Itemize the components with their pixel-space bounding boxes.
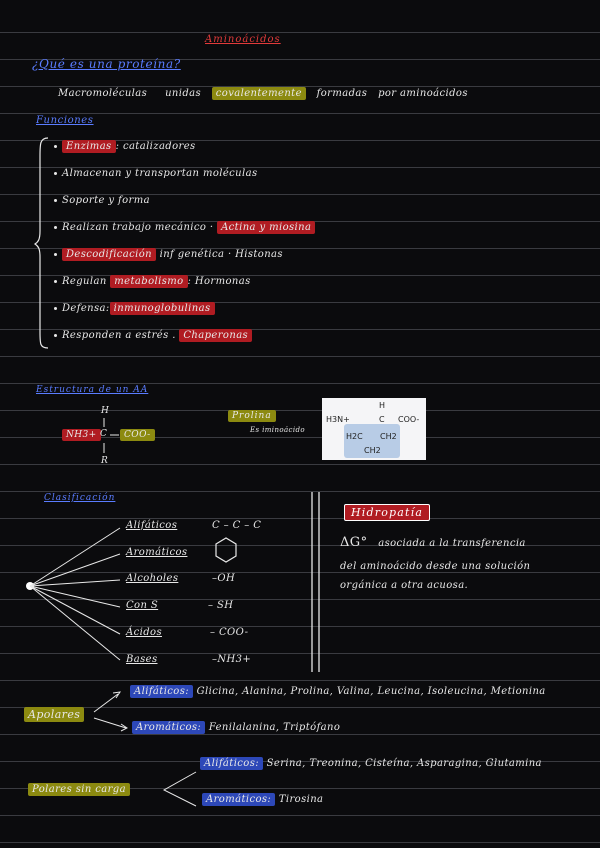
- function-text: Responden a estrés: [62, 330, 169, 341]
- carboxyl-group: COO-: [120, 429, 155, 441]
- hydropathy-text: asociada a la transferencia: [378, 538, 526, 549]
- definition-word: Macromoléculas: [58, 88, 148, 99]
- molecule-h: H: [379, 401, 386, 410]
- molecule-coo: COO-: [398, 415, 420, 424]
- function-text: : Hormonas: [187, 276, 251, 287]
- hydropathy-text: del aminoácido desde una solución: [340, 561, 531, 572]
- apolar-aromatic-highlight: Aromáticos:: [132, 721, 206, 734]
- definition-word: unidas: [165, 88, 202, 99]
- apolar-aromatic-row: Aromáticos: Fenilalanina, Triptófano: [132, 721, 341, 734]
- class-formula: – COO-: [210, 627, 249, 638]
- molecule-h2c: H2C: [346, 432, 363, 441]
- molecule-ch2: CH2: [380, 432, 397, 441]
- bullet-icon: [54, 307, 57, 310]
- question-heading: ¿Qué es una proteína?: [32, 57, 181, 71]
- class-label: Alifáticos: [126, 520, 178, 531]
- class-label: Alcoholes: [126, 573, 179, 584]
- function-text: Regulan: [62, 276, 107, 287]
- molecule-ch2b: CH2: [364, 446, 381, 455]
- hydropathy-heading: Hidropatía: [344, 504, 431, 521]
- apolar-aliphatic-row: Alifáticos: Glicina, Alanina, Prolina, V…: [130, 685, 546, 698]
- function-text: : catalizadores: [115, 141, 196, 152]
- polar-aliphatic-list: Serina, Treonina, Cisteína, Asparagina, …: [266, 758, 542, 769]
- polar-label: Polares sin carga: [28, 783, 130, 796]
- apolar-label: Apolares: [24, 707, 85, 722]
- molecule-c: C: [379, 415, 385, 424]
- proline-label: Prolina: [228, 410, 276, 422]
- function-text: Almacenan y transportan moléculas: [62, 168, 258, 179]
- function-text: Soporte y forma: [62, 195, 150, 206]
- proline-molecule: H H3N+ C COO- H2C CH2 CH2: [322, 398, 426, 460]
- function-highlight: Chaperonas: [179, 329, 253, 342]
- page-title: Aminoácidos: [205, 34, 281, 45]
- hydropathy-line: ΔG° asociada a la transferencia: [340, 535, 526, 550]
- proline-ring-highlight: [344, 424, 400, 458]
- function-item: Realizan trabajo mecánico · Actina y mio…: [54, 221, 316, 234]
- function-item: Descodificación inf genética · Histonas: [54, 248, 283, 261]
- functions-heading: Funciones: [36, 115, 94, 126]
- alpha-carbon: C: [100, 429, 108, 439]
- benzene-ring-icon: [215, 537, 237, 563]
- class-label: Bases: [126, 654, 158, 665]
- function-item: Almacenan y transportan moléculas: [54, 168, 258, 179]
- hydropathy-text: orgánica a otra acuosa.: [340, 580, 469, 591]
- definition-word: por aminoácidos: [378, 88, 468, 99]
- function-item: Regulan metabolismo: Hormonas: [54, 275, 251, 288]
- class-formula: C – C – C: [212, 520, 262, 531]
- class-formula: –NH3+: [212, 654, 252, 665]
- bullet-icon: [54, 226, 57, 229]
- apolar-aromatic-list: Fenilalanina, Triptófano: [208, 722, 341, 733]
- structure-h: H: [101, 406, 110, 416]
- definition-line: Macromoléculas unidas covalentemente for…: [58, 87, 468, 100]
- function-highlight: inmunoglobulinas: [109, 302, 215, 315]
- classification-heading: Clasificación: [44, 493, 116, 503]
- function-item: Soporte y forma: [54, 195, 150, 206]
- bullet-icon: [54, 145, 57, 148]
- class-formula: – SH: [208, 600, 234, 611]
- polar-aromatic-list: Tirosina: [278, 794, 324, 805]
- polar-aliphatic-row: Alifáticos: Serina, Treonina, Cisteína, …: [200, 757, 542, 770]
- apolar-aliphatic-list: Glicina, Alanina, Prolina, Valina, Leuci…: [196, 686, 546, 697]
- polar-aromatic-row: Aromáticos: Tirosina: [202, 793, 324, 806]
- function-highlight: metabolismo: [110, 275, 188, 288]
- function-highlight: Actina y miosina: [217, 221, 316, 234]
- apolar-aliphatic-highlight: Alifáticos:: [130, 685, 194, 698]
- function-text: inf genética · Histonas: [156, 249, 283, 260]
- function-highlight: Descodificación: [62, 248, 157, 261]
- function-item: Responden a estrés . Chaperonas: [54, 329, 253, 342]
- definition-highlight: covalentemente: [211, 87, 306, 100]
- bullet-icon: [54, 199, 57, 202]
- delta-g-symbol: ΔG°: [340, 535, 368, 550]
- function-text: Realizan trabajo mecánico: [62, 222, 207, 233]
- bullet-icon: [54, 334, 57, 337]
- bullet-icon: [54, 253, 57, 256]
- iminoacid-note: Es iminoácido: [250, 426, 305, 434]
- class-label: Aromáticos: [126, 547, 188, 558]
- molecule-h3n: H3N+: [326, 415, 350, 424]
- bullet-icon: [54, 172, 57, 175]
- r-group: R: [101, 456, 109, 466]
- amine-group: NH3+: [62, 429, 101, 441]
- structure-heading: Estructura de un AA: [36, 385, 149, 395]
- function-item: Defensa:inmunoglobulinas: [54, 302, 215, 315]
- function-highlight: Enzimas: [62, 140, 116, 153]
- functions-brace: [33, 137, 49, 349]
- class-label: Con S: [126, 600, 159, 611]
- function-text: Defensa:: [62, 303, 110, 314]
- class-label: Ácidos: [126, 627, 162, 638]
- class-formula: –OH: [212, 573, 236, 584]
- definition-word: formadas: [316, 88, 368, 99]
- function-item: Enzimas: catalizadores: [54, 140, 196, 153]
- polar-aromatic-highlight: Aromáticos:: [202, 793, 276, 806]
- polar-aliphatic-highlight: Alifáticos:: [200, 757, 264, 770]
- bullet-icon: [54, 280, 57, 283]
